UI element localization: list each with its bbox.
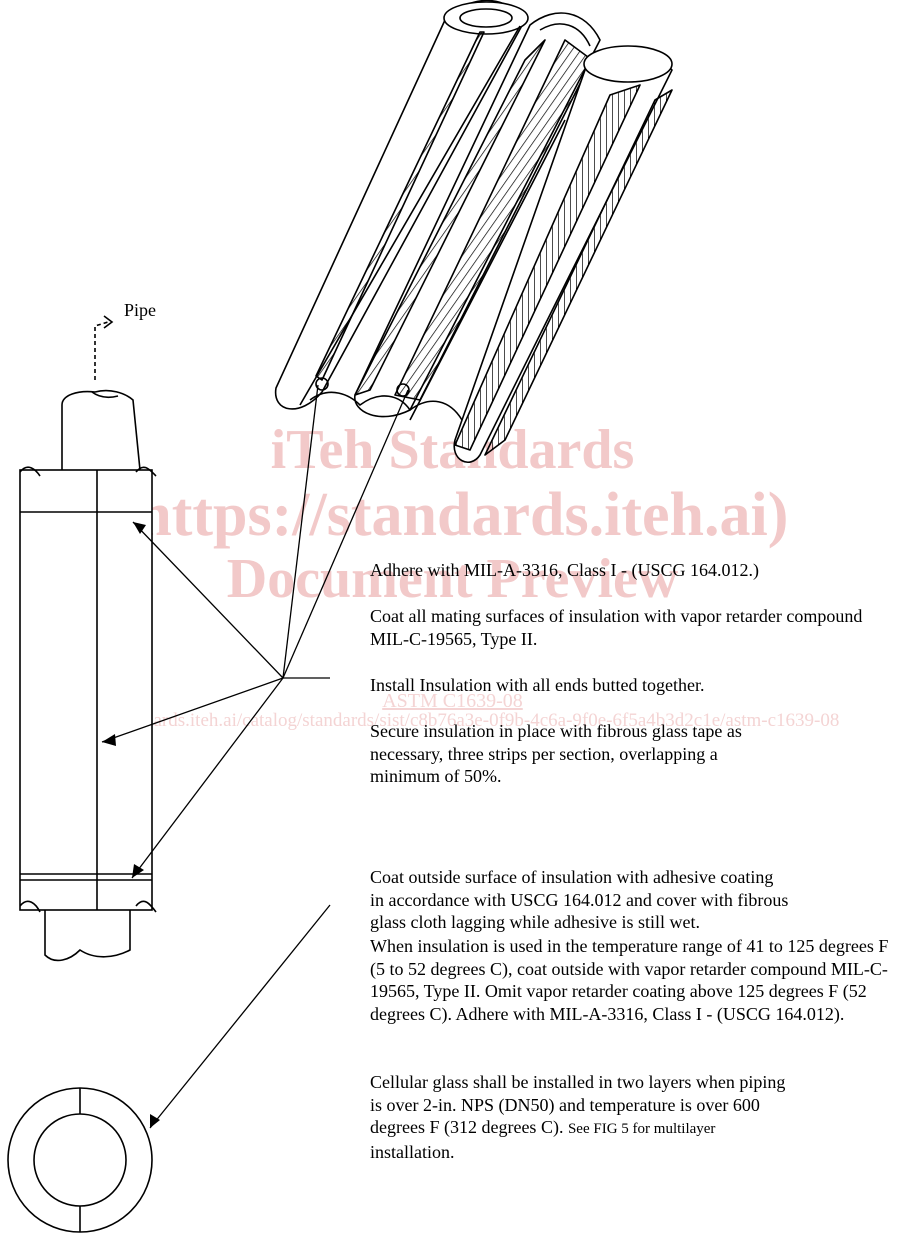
half-shell-middle — [354, 12, 601, 418]
half-shell-right — [409, 45, 673, 463]
note-secure: Secure insulation in place with fibrous … — [370, 721, 742, 786]
half-shell-left — [274, 0, 529, 410]
note-cellular-glass: Cellular glass shall be installed in two… — [370, 1071, 800, 1163]
note-adhere: Adhere with MIL-A-3316, Class I - (USCG … — [370, 560, 759, 580]
note-cellular-ref: See FIG 5 for multilayer — [567, 1121, 716, 1137]
note-coat-mating: Coat all mating surfaces of insulation w… — [370, 606, 863, 649]
insulated-pipe — [19, 315, 157, 962]
pipe-label: Pipe — [124, 300, 157, 320]
callout-leaders — [101, 384, 409, 1129]
leader-arrowheads — [102, 522, 160, 1128]
note-temperature: When insulation is used in the temperatu… — [370, 936, 889, 1024]
note-coat-outside: Coat outside surface of insulation with … — [370, 867, 789, 932]
pipe-cross-section — [7, 1087, 153, 1233]
note-cellular-tail: installation. — [370, 1141, 455, 1162]
note-install: Install Insulation with all ends butted … — [370, 675, 705, 695]
note-cellular-main: Cellular glass shall be installed in two… — [370, 1072, 786, 1137]
